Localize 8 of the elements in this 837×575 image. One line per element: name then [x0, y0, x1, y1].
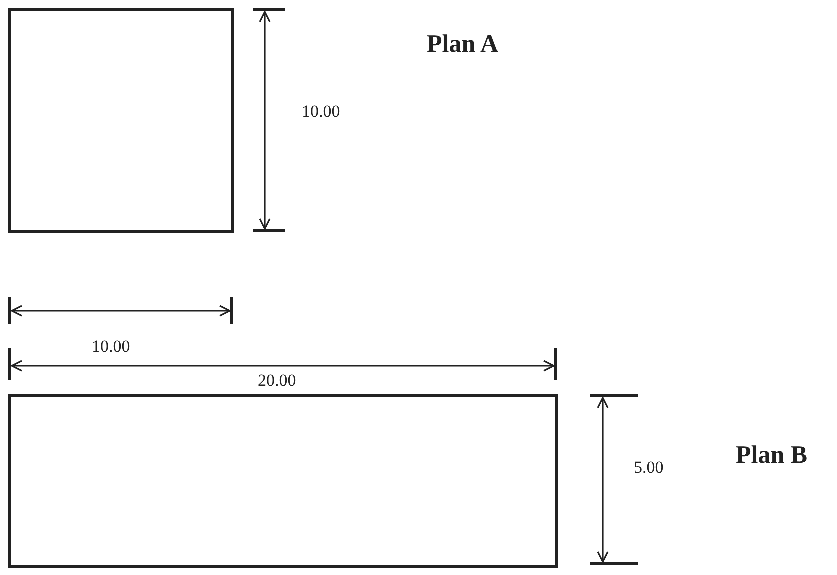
plan-title: Plan A [427, 32, 499, 57]
rectangle-plan [8, 394, 558, 568]
dimension-label: 5.00 [634, 459, 664, 476]
square-plan [8, 8, 234, 233]
plan-title: Plan B [736, 443, 808, 468]
dimension-label: 20.00 [258, 372, 296, 389]
dimension-label: 10.00 [302, 103, 340, 120]
dimension-label: 10.00 [92, 338, 130, 355]
